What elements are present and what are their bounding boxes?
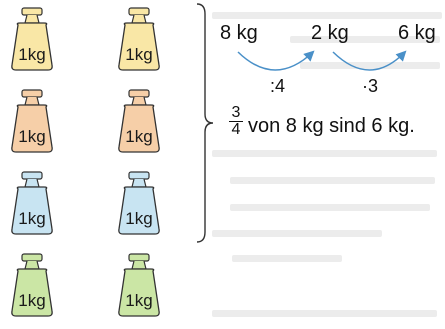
operator-multiply: ·3 [362, 76, 379, 96]
weight-icon [118, 89, 160, 153]
weight-label: 1kg [18, 45, 46, 64]
weight-icon [11, 171, 53, 235]
weight-label: 1kg [125, 45, 153, 64]
weight-1kg: 1kg [6, 7, 58, 72]
statement-text: von 8 kg sind 6 kg. [248, 115, 415, 137]
weight-label: 1kg [125, 209, 153, 228]
fraction: 3 4 [229, 105, 243, 138]
weight-icon [11, 89, 53, 153]
weight-1kg: 1kg [6, 253, 58, 318]
weight-label: 1kg [18, 209, 46, 228]
weight-1kg: 1kg [6, 171, 58, 236]
weight-icon [11, 7, 53, 71]
weight-1kg: 1kg [113, 89, 165, 154]
weight-label: 1kg [18, 291, 46, 310]
weight-icon [118, 7, 160, 71]
weight-label: 1kg [18, 127, 46, 146]
weight-label: 1kg [125, 127, 153, 146]
value-start: 8 kg [220, 22, 258, 44]
arrow-multiply [332, 50, 407, 71]
weight-icon [11, 253, 53, 317]
weight-1kg: 1kg [113, 7, 165, 72]
operator-divide: :4 [270, 76, 286, 96]
weight-1kg: 1kg [6, 89, 58, 154]
arrow-divide [237, 50, 315, 71]
fraction-denominator: 4 [231, 121, 241, 138]
fraction-numerator: 3 [229, 105, 243, 122]
value-end: 6 kg [398, 22, 436, 44]
weight-label: 1kg [125, 291, 153, 310]
weight-1kg: 1kg [113, 253, 165, 318]
weight-icon [118, 171, 160, 235]
weight-icon [118, 253, 160, 317]
weight-1kg: 1kg [113, 171, 165, 236]
bracket [196, 3, 214, 243]
value-middle: 2 kg [311, 22, 349, 44]
